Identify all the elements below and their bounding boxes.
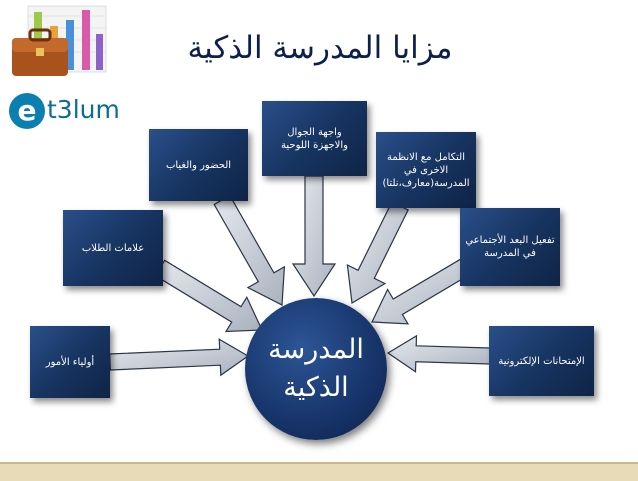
logo-text: t3lum (47, 95, 120, 124)
box-parents: أولياء الأمور (30, 326, 110, 398)
center-line-2: الذكية (283, 372, 349, 403)
box-social: تفعيل البعد الأجتماعي في المدرسة (460, 208, 560, 286)
arrow-exams (386, 334, 491, 373)
box-integration-line-2: الاخرى في (403, 164, 449, 176)
arrow-attendance (213, 194, 286, 306)
box-integration-line-3: المدرسة(معارف،نلتا) (382, 177, 470, 189)
box-integration-line-1: التكامل مع الانظمة (387, 151, 465, 163)
box-social-line-2: في المدرسة (484, 248, 536, 259)
logo: e t3lum (9, 93, 129, 131)
logo-mark: e (9, 93, 45, 129)
center-line-1: المدرسة (268, 334, 364, 365)
box-exams: الإمتحانات الإلكترونية (489, 326, 594, 396)
box-mobile-line-2: والاجهزة اللوحية (281, 139, 348, 151)
box-mobile-line-1: واجهة الجوال (287, 126, 342, 138)
arrow-mobile (291, 175, 337, 298)
box-attendance: الحضور والغياب (149, 129, 248, 201)
footer-band (0, 462, 638, 481)
arrow-integration (346, 201, 409, 304)
briefcase-chart-icon (12, 5, 107, 76)
arrow-parents (109, 338, 250, 377)
slide-title: مزايا المدرسة الذكية (187, 30, 453, 66)
box-social-line-1: تفعيل البعد الأجتماعي (465, 235, 555, 246)
arrow-grades (154, 259, 263, 333)
box-exams-line-1: الإمتحانات الإلكترونية (498, 355, 585, 367)
box-attendance-line-1: الحضور والغياب (165, 159, 232, 171)
box-grades: علامات الطلاب (63, 210, 163, 286)
box-grades-line-1: علامات الطلاب (81, 242, 145, 254)
center-circle: المدرسة الذكية (245, 298, 387, 440)
box-parents-line-1: أولياء الأمور (45, 356, 95, 368)
